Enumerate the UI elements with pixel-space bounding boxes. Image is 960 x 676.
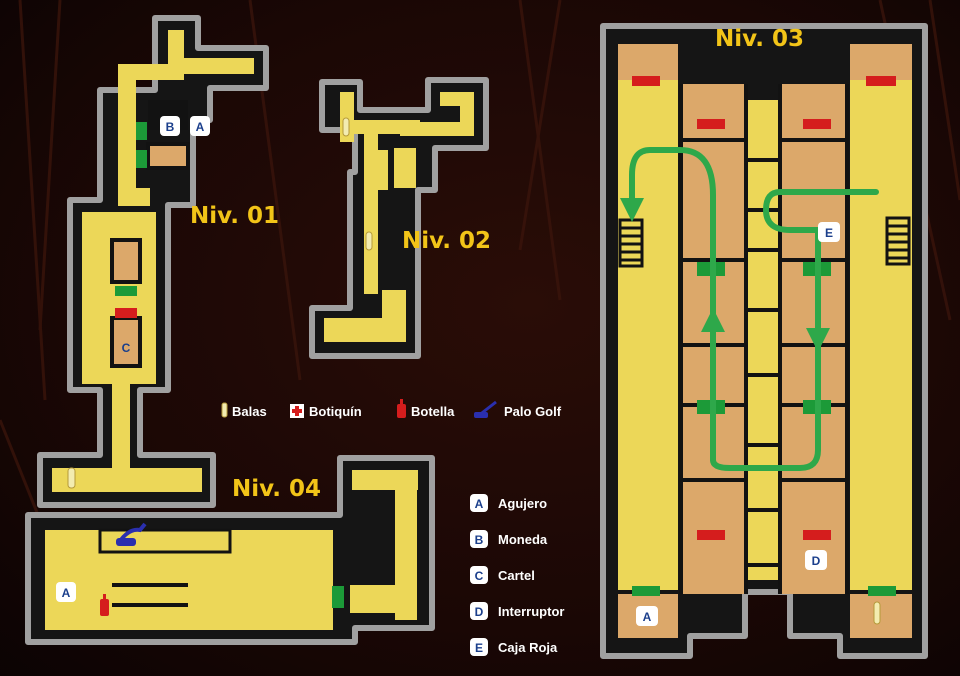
marker-legend: A Agujero B Moneda C Cartel D Interrupto… [470, 494, 564, 656]
bottle-icon [397, 399, 406, 418]
svg-text:E: E [825, 226, 833, 240]
svg-text:Balas: Balas [232, 404, 267, 419]
svg-text:Interruptor: Interruptor [498, 604, 564, 619]
open-door [136, 122, 147, 140]
locked-door [803, 530, 831, 540]
svg-text:D: D [475, 605, 484, 619]
level-02-map [309, 77, 489, 359]
locked-door [803, 119, 831, 129]
marker-b: B [160, 116, 180, 136]
marker-d: D [805, 550, 827, 570]
level-01-map: B A C [37, 15, 269, 508]
legend-item-botella: Botella [397, 399, 455, 419]
svg-text:A: A [475, 497, 484, 511]
level-04-label: Niv. 04 [232, 476, 321, 502]
level-02-label: Niv. 02 [402, 228, 491, 254]
marker-a: A [636, 606, 658, 626]
svg-text:Cartel: Cartel [498, 568, 535, 583]
medkit-icon [290, 404, 304, 418]
locked-door [632, 76, 660, 86]
bullet-icon [365, 231, 373, 251]
locked-door [866, 76, 896, 86]
level-03-label: Niv. 03 [715, 26, 804, 52]
bullet-icon [342, 117, 350, 137]
level-03-map: E D A [600, 23, 928, 659]
marker-a: A [190, 116, 210, 136]
svg-text:C: C [475, 569, 484, 583]
bullet-icon [67, 467, 76, 489]
bottle-icon [100, 594, 109, 616]
bullet-icon [873, 601, 881, 625]
open-door [115, 286, 137, 296]
locked-door [697, 119, 725, 129]
svg-text:Botella: Botella [411, 404, 455, 419]
svg-text:Botiquín: Botiquín [309, 404, 362, 419]
svg-text:Palo Golf: Palo Golf [504, 404, 562, 419]
level-01-label: Niv. 01 [190, 203, 279, 229]
svg-text:A: A [196, 120, 205, 134]
svg-text:Caja Roja: Caja Roja [498, 640, 558, 655]
bullet-icon [221, 402, 228, 418]
marker-e: E [818, 222, 840, 242]
svg-text:B: B [475, 533, 484, 547]
marker-c: C [122, 341, 131, 355]
marker-a: A [56, 582, 76, 602]
locked-door [697, 530, 725, 540]
locked-door [115, 308, 137, 318]
svg-text:C: C [122, 341, 131, 355]
legend-item-botiquin: Botiquín [290, 404, 362, 419]
item-legend: Balas Botiquín Botella Palo Golf [221, 399, 562, 419]
open-door [868, 586, 896, 596]
legend-marker-d: D Interruptor [470, 602, 564, 620]
svg-text:A: A [643, 610, 652, 624]
stairs-icon [885, 216, 911, 266]
stairs-icon [618, 218, 644, 268]
svg-text:B: B [166, 120, 175, 134]
route-path [620, 147, 879, 471]
legend-marker-c: C Cartel [470, 566, 535, 584]
open-door [632, 586, 660, 596]
svg-text:Moneda: Moneda [498, 532, 548, 547]
golf-club-icon [474, 400, 497, 418]
legend-marker-a: A Agujero [470, 494, 547, 512]
svg-text:Agujero: Agujero [498, 496, 547, 511]
golf-club-icon [116, 522, 147, 546]
legend-marker-e: E Caja Roja [470, 638, 558, 656]
legend-marker-b: B Moneda [470, 530, 548, 548]
svg-text:D: D [812, 554, 821, 568]
open-door [332, 586, 344, 608]
legend-item-balas: Balas [221, 402, 267, 419]
svg-text:E: E [475, 641, 483, 655]
legend-item-palo-golf: Palo Golf [474, 400, 562, 419]
open-door [136, 150, 147, 168]
level-04-map: A [25, 455, 435, 645]
svg-text:A: A [62, 586, 71, 600]
